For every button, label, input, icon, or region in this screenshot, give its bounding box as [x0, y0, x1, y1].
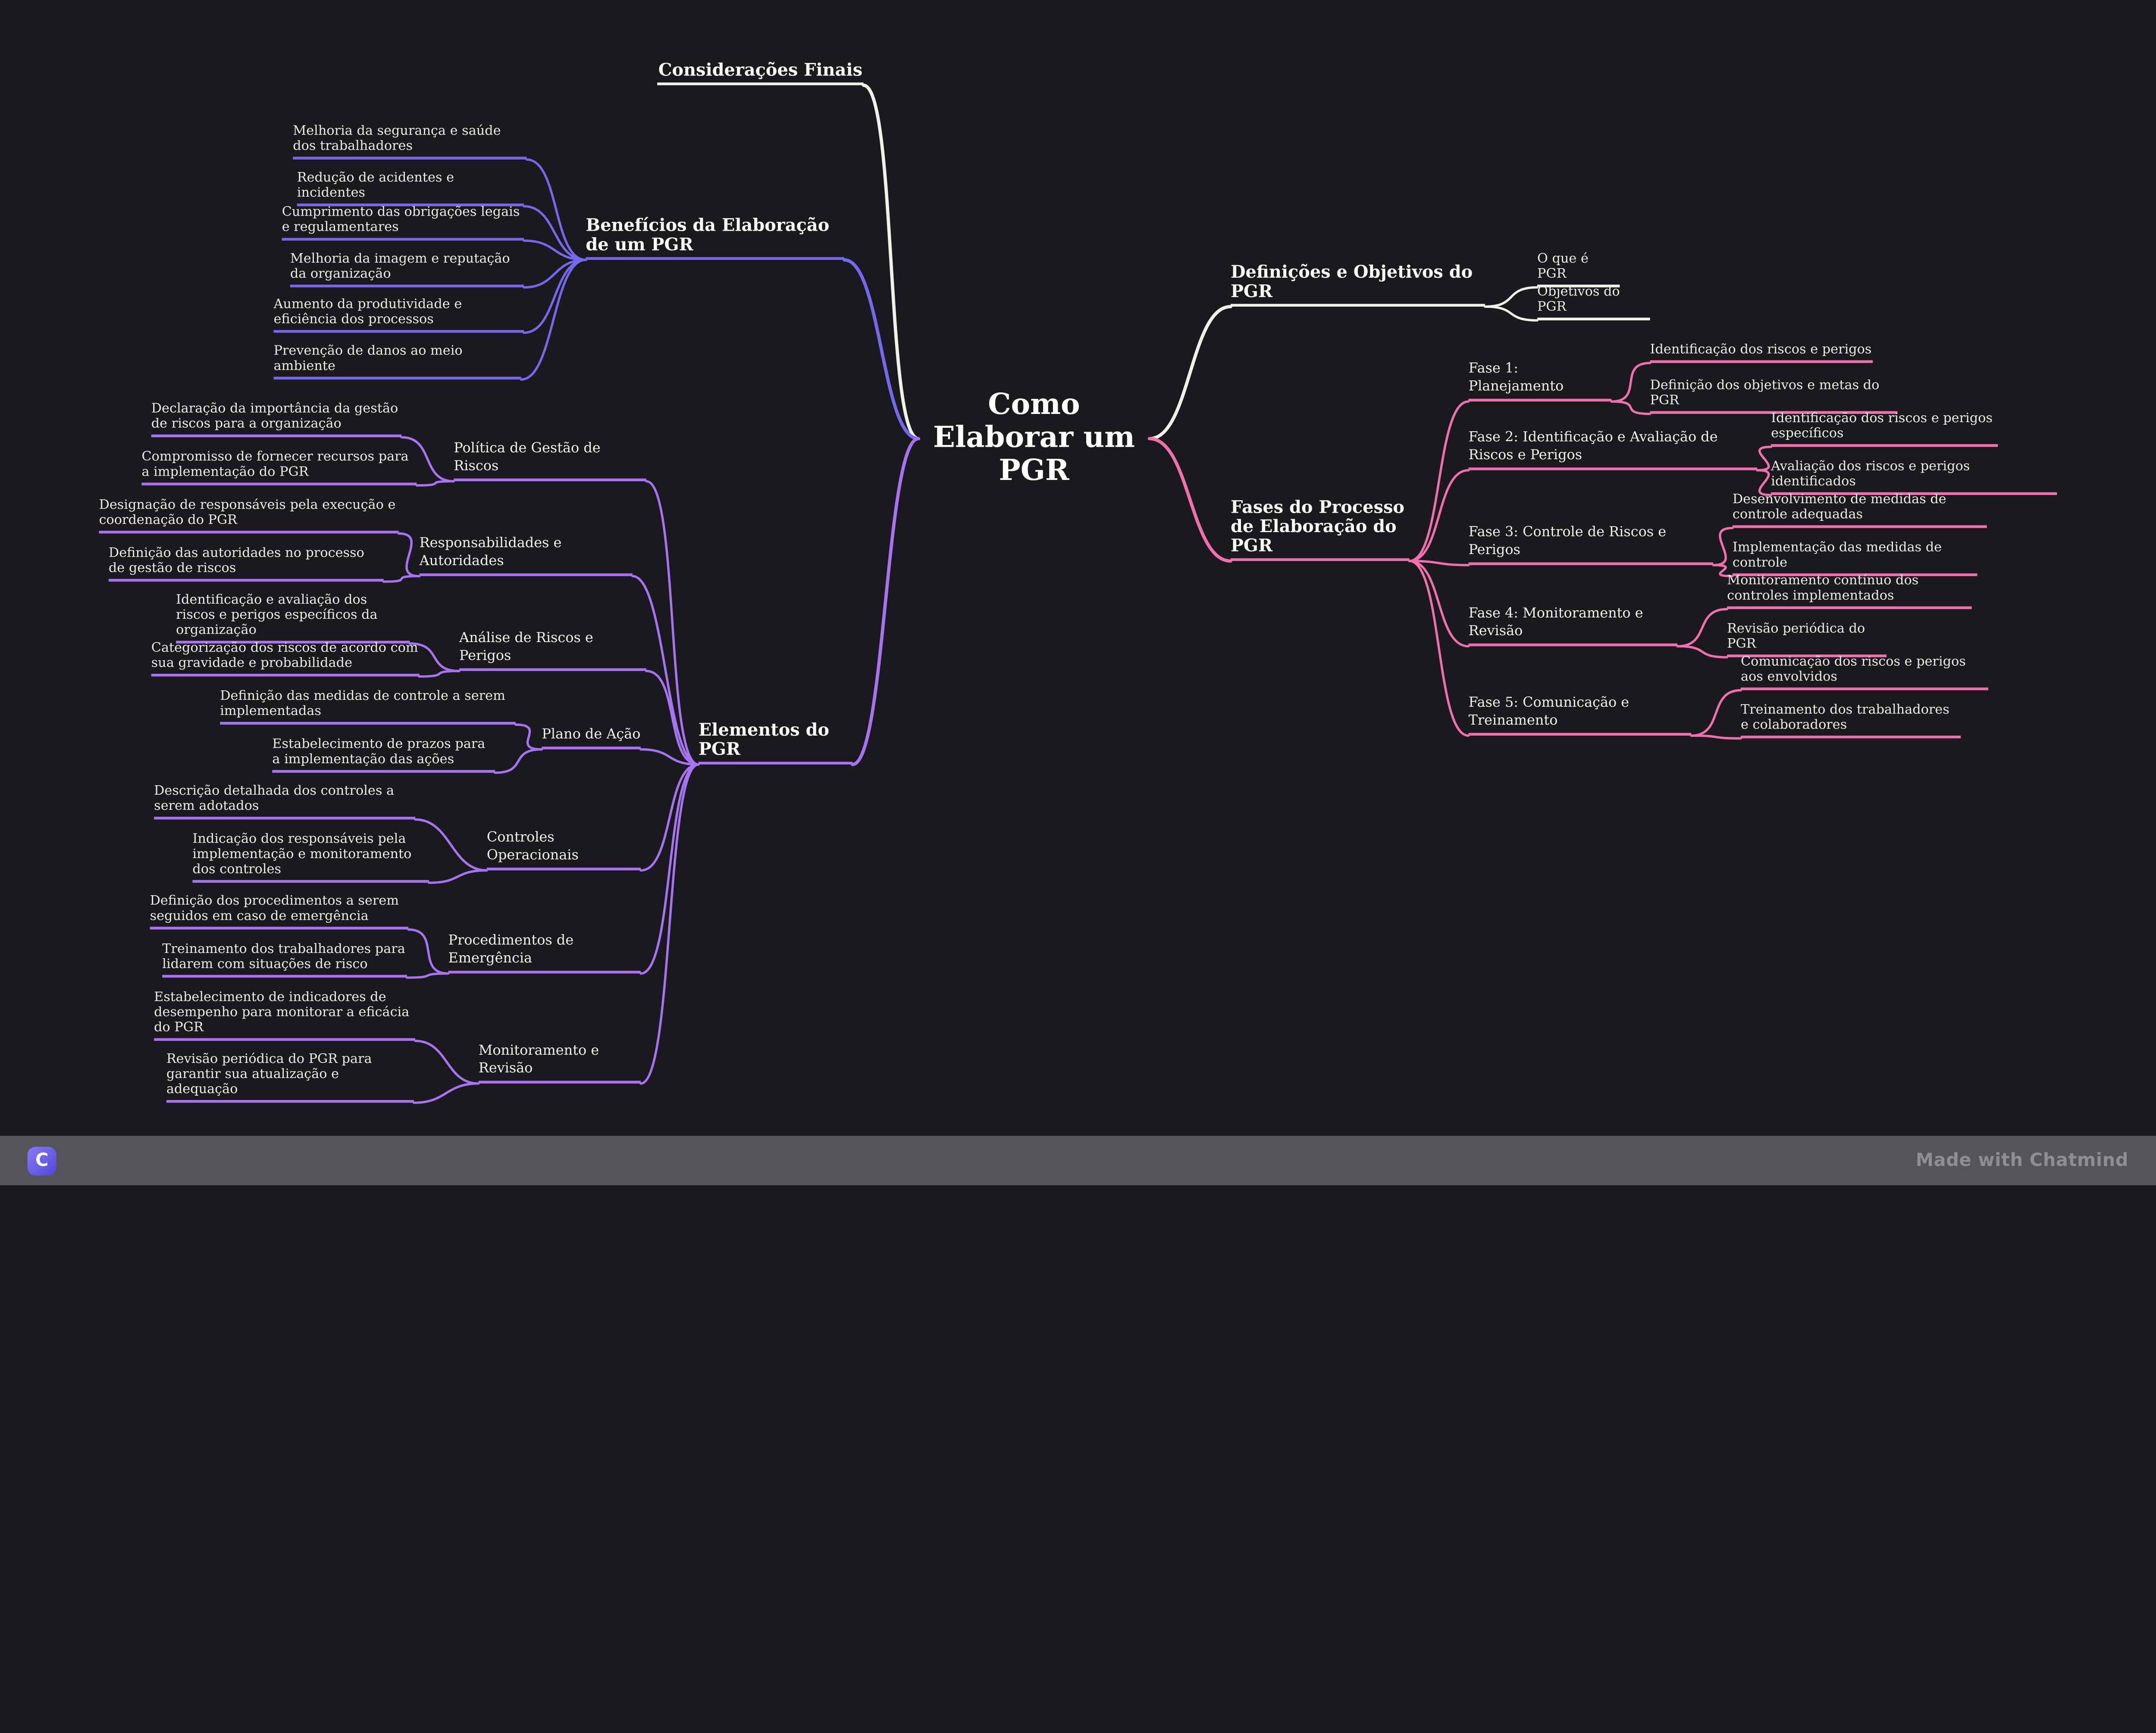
leaf-fase2-2[interactable]: Avaliação dos riscos e perigos identific…: [1771, 459, 2057, 495]
subtopic-fase-5[interactable]: Fase 5: Comunicação e Treinamento: [1468, 694, 1692, 736]
leaf-politica-2[interactable]: Compromisso de fornecer recursos para a …: [141, 450, 417, 486]
leaf-fase3-1[interactable]: Desenvolvimento de medidas de controle a…: [1732, 492, 1987, 528]
leaf-politica-1[interactable]: Declaração da importância da gestão de r…: [151, 401, 402, 438]
leaf-emergencia-2[interactable]: Treinamento dos trabalhadores para lidar…: [162, 942, 407, 978]
branch-beneficios[interactable]: Benefícios da Elaboração de um PGR: [586, 215, 844, 260]
leaf-fase3-2[interactable]: Implementação das medidas de controle: [1732, 540, 1977, 577]
leaf-responsabilidades-2[interactable]: Definição das autoridades no processo de…: [108, 546, 384, 582]
subtopic-controles-operacionais[interactable]: Controles Operacionais: [486, 829, 641, 871]
subtopic-politica-gestao-riscos[interactable]: Política de Gestão de Riscos: [454, 440, 646, 482]
subtopic-responsabilidades[interactable]: Responsabilidades e Autoridades: [419, 535, 633, 577]
leaf-fase2-1[interactable]: Identificação dos riscos e perigos espec…: [1771, 411, 1998, 447]
leaf-plano-2[interactable]: Estabelecimento de prazos para a impleme…: [272, 737, 495, 773]
leaf-objetivos-pgr[interactable]: Objetivos do PGR: [1537, 285, 1650, 320]
leaf-beneficio-3[interactable]: Cumprimento das obrigações legais e regu…: [282, 205, 524, 241]
subtopic-fase-1[interactable]: Fase 1: Planejamento: [1468, 360, 1612, 402]
leaf-monitoramento-1[interactable]: Estabelecimento de indicadores de desemp…: [154, 990, 416, 1041]
subtopic-fase-2[interactable]: Fase 2: Identificação e Avaliação de Ris…: [1468, 429, 1758, 470]
branch-consideracoes-finais[interactable]: Considerações Finais: [657, 60, 864, 85]
subtopic-fase-4[interactable]: Fase 4: Monitoramento e Revisão: [1468, 605, 1678, 646]
mindmap-canvas: Como Elaborar um PGR Considerações Finai…: [0, 60, 2156, 1185]
central-topic[interactable]: Como Elaborar um PGR: [933, 386, 1135, 487]
footer-bar: C Made with Chatmind: [0, 1135, 2156, 1185]
subtopic-analise-riscos[interactable]: Análise de Riscos e Perigos: [459, 630, 646, 671]
leaf-monitoramento-2[interactable]: Revisão periódica do PGR para garantir s…: [166, 1052, 414, 1103]
leaf-beneficio-4[interactable]: Melhoria da imagem e reputação da organi…: [290, 252, 524, 288]
leaf-fase5-2[interactable]: Treinamento dos trabalhadores e colabora…: [1740, 702, 1961, 739]
leaf-beneficio-1[interactable]: Melhoria da segurança e saúde dos trabal…: [293, 124, 527, 160]
made-with-chatmind-watermark[interactable]: Made with Chatmind: [1915, 1150, 2129, 1171]
subtopic-procedimentos-emergencia[interactable]: Procedimentos de Emergência: [448, 932, 641, 974]
chatmind-logo-icon[interactable]: C: [27, 1146, 56, 1175]
leaf-fase4-1[interactable]: Monitoramento contínuo dos controles imp…: [1727, 573, 1972, 609]
branch-elementos[interactable]: Elementos do PGR: [698, 720, 853, 765]
leaf-plano-1[interactable]: Definição das medidas de controle a sere…: [220, 689, 516, 725]
leaf-beneficio-6[interactable]: Prevenção de danos ao meio ambiente: [273, 344, 521, 380]
leaf-fase5-1[interactable]: Comunicação dos riscos e perigos aos env…: [1740, 655, 1988, 690]
leaf-fase4-2[interactable]: Revisão periódica do PGR: [1727, 621, 1887, 658]
leaf-emergencia-1[interactable]: Definição dos procedimentos a serem segu…: [150, 894, 409, 930]
leaf-fase1-2[interactable]: Definição dos objetivos e metas do PGR: [1650, 378, 1898, 414]
leaf-analise-2[interactable]: Categorização dos riscos de acordo com s…: [151, 641, 420, 677]
leaf-controles-1[interactable]: Descrição detalhada dos controles a sere…: [154, 784, 416, 820]
branch-fases[interactable]: Fases do Processo de Elaboração do PGR: [1230, 497, 1410, 561]
leaf-responsabilidades-1[interactable]: Designação de responsáveis pela execução…: [99, 498, 399, 534]
leaf-fase1-1[interactable]: Identificação dos riscos e perigos: [1650, 342, 1873, 363]
subtopic-plano-acao[interactable]: Plano de Ação: [542, 726, 641, 749]
leaf-beneficio-5[interactable]: Aumento da produtividade e eficiência do…: [273, 297, 524, 333]
leaf-controles-2[interactable]: Indicação dos responsáveis pela implemen…: [192, 832, 429, 883]
branch-definicoes[interactable]: Definições e Objetivos do PGR: [1230, 262, 1485, 307]
leaf-beneficio-2[interactable]: Redução de acidentes e incidentes: [297, 170, 524, 207]
leaf-analise-1[interactable]: Identificação e avaliação dos riscos e p…: [176, 592, 410, 644]
subtopic-fase-3[interactable]: Fase 3: Controle de Riscos e Perigos: [1468, 524, 1714, 565]
subtopic-monitoramento-revisao[interactable]: Monitoramento e Revisão: [478, 1042, 641, 1084]
leaf-o-que-e-pgr[interactable]: O que é PGR: [1537, 252, 1620, 288]
